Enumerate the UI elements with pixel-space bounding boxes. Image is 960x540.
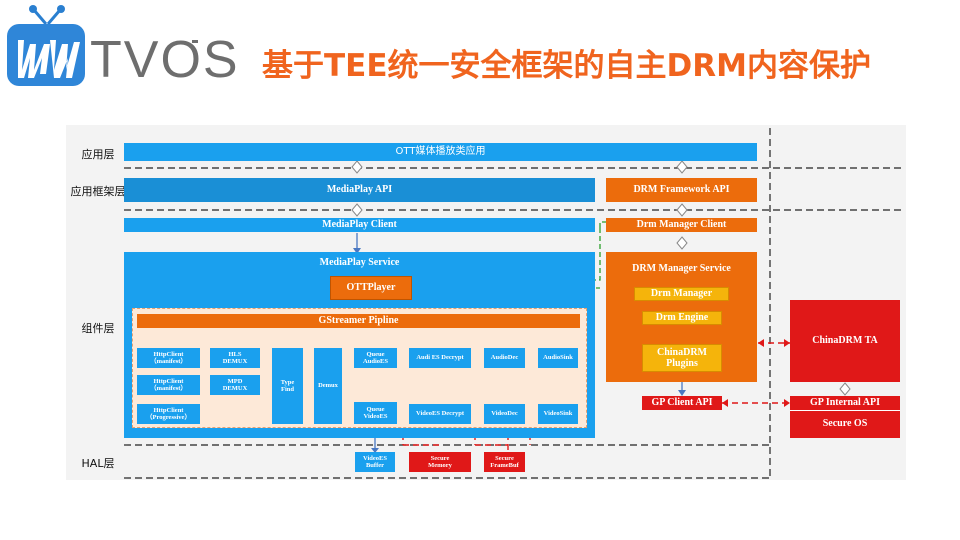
videodec[interactable]: VideoDec <box>484 404 525 424</box>
gp-client-api[interactable]: GP Client API <box>642 396 722 410</box>
httpclient-progressive[interactable]: HttpClient （Progressive） <box>137 404 200 424</box>
queue-videoes-sub: VideoES <box>363 413 388 420</box>
secure-framebuf[interactable]: Secure FrameBuf <box>484 452 525 472</box>
videoes-decrypt[interactable]: VideoES Decrypt <box>409 404 471 424</box>
drm-manager[interactable]: Drm Manager <box>634 287 729 301</box>
typefind-sub: Find <box>280 386 294 393</box>
httpclient-2-sub: （manifest） <box>150 385 187 392</box>
httpclient-3-sub: （Progressive） <box>146 414 191 421</box>
tv-logo-icon <box>7 5 85 86</box>
drm-engine[interactable]: Drm Engine <box>642 311 722 325</box>
chinadrm-plugins[interactable]: ChinaDRM Plugins <box>642 344 722 372</box>
page-title: 基于TEE统一安全框架的自主DRM内容保护 <box>262 48 871 84</box>
drm-manager-service-label: DRM Manager Service <box>632 263 731 275</box>
hls-demux-label: HLS <box>228 350 242 358</box>
drm-framework-api[interactable]: DRM Framework API <box>606 178 757 202</box>
queue-audioes-label: Queue <box>366 350 385 358</box>
layer-label-framework: 应用框架层 <box>70 185 126 198</box>
ott-media-app[interactable]: OTT媒体播放类应用 <box>124 143 757 161</box>
httpclient-3-label: HttpClient <box>153 406 184 414</box>
gp-internal-api[interactable]: GP Internal API <box>790 396 900 411</box>
audio-es-decrypt[interactable]: Audi ES Decrypt <box>409 348 471 368</box>
ottplayer[interactable]: OTTPlayer <box>330 276 412 300</box>
logo-trademark <box>192 40 198 43</box>
secure-framebuf-label: Secure <box>495 454 514 462</box>
gstreamer-pipline[interactable]: GStreamer Pipline <box>137 314 580 328</box>
logo-text: TVOS <box>90 31 240 89</box>
secure-os: Secure OS <box>822 418 868 429</box>
demux[interactable]: Demux <box>314 348 342 424</box>
httpclient-1-label: HttpClient <box>153 350 184 358</box>
mediaplay-client[interactable]: MediaPlay Client <box>124 218 595 232</box>
httpclient-manifest-1[interactable]: HttpClient （manifest） <box>137 348 200 368</box>
layer-label-hal: HAL层 <box>81 457 115 470</box>
secure-memory-label: Secure <box>430 454 450 462</box>
mediaplay-service-label: MediaPlay Service <box>319 257 400 269</box>
secure-memory[interactable]: Secure Memory <box>409 452 471 472</box>
secure-os-container: GP Internal API Secure OS <box>790 396 900 438</box>
httpclient-manifest-2[interactable]: HttpClient （manifest） <box>137 375 200 395</box>
chinadrm-plugins-label: ChinaDRM <box>656 346 707 358</box>
queue-videoes[interactable]: Queue VideoES <box>354 402 397 424</box>
videoes-buffer[interactable]: VideoES Buffer <box>355 452 395 472</box>
mpd-demux-label: MPD <box>227 377 243 385</box>
videoes-buffer-label: VideoES <box>363 454 387 462</box>
videoes-buffer-sub: Buffer <box>365 462 385 469</box>
mpd-demux-sub: DEMUX <box>222 385 248 392</box>
chinadrm-ta[interactable]: ChinaDRM TA <box>790 300 900 382</box>
typefind-label: Type <box>280 378 295 386</box>
tvos-logo <box>4 4 86 88</box>
hls-demux[interactable]: HLS DEMUX <box>210 348 260 368</box>
typefind[interactable]: Type Find <box>272 348 303 424</box>
httpclient-1-sub: （manifest） <box>150 358 187 365</box>
queue-videoes-label: Queue <box>366 405 385 413</box>
chinadrm-plugins-sub: Plugins <box>666 358 698 369</box>
queue-audioes-sub: AudioES <box>363 358 388 365</box>
audiosink[interactable]: AudioSink <box>538 348 578 368</box>
mpd-demux[interactable]: MPD DEMUX <box>210 375 260 395</box>
layer-label-component: 组件层 <box>81 322 115 335</box>
secure-framebuf-sub: FrameBuf <box>490 462 519 469</box>
secure-memory-sub: Memory <box>428 462 452 469</box>
hls-demux-sub: DEMUX <box>222 358 248 365</box>
layer-label-app: 应用层 <box>81 148 115 161</box>
queue-audioes[interactable]: Queue AudioES <box>354 348 397 368</box>
audiodec[interactable]: AudioDec <box>484 348 525 368</box>
drm-manager-client[interactable]: Drm Manager Client <box>606 218 757 232</box>
mediaplay-api[interactable]: MediaPlay API <box>124 178 595 202</box>
videosink[interactable]: VideoSink <box>538 404 578 424</box>
httpclient-2-label: HttpClient <box>153 377 184 385</box>
